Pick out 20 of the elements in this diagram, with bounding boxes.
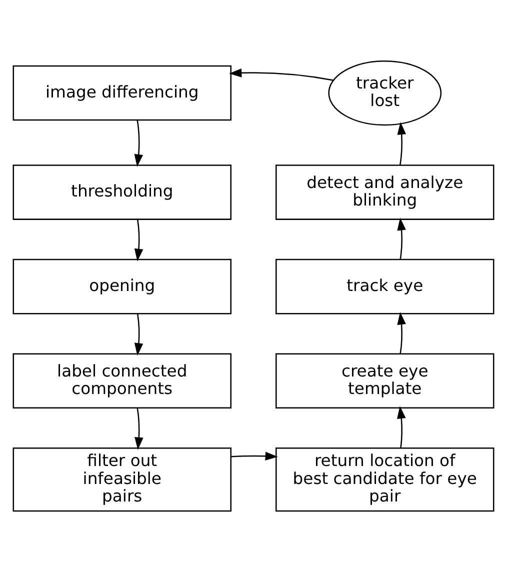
node-box: opening bbox=[12, 258, 232, 314]
arrow bbox=[229, 68, 334, 80]
node-box: detect and analyze blinking bbox=[276, 164, 494, 220]
node-box: create eye template bbox=[276, 352, 494, 408]
arrow bbox=[134, 407, 144, 450]
node-box: thresholding bbox=[12, 164, 232, 220]
arrow bbox=[230, 451, 278, 460]
arrow bbox=[134, 120, 144, 166]
arrow bbox=[397, 217, 406, 260]
arrow bbox=[397, 121, 406, 165]
node-ellipse: tracker lost bbox=[328, 60, 442, 126]
node-box: track eye bbox=[276, 258, 494, 314]
node-box: filter out infeasible pairs bbox=[12, 446, 232, 512]
arrow bbox=[397, 311, 406, 354]
arrow bbox=[397, 406, 406, 448]
node-box: label connected components bbox=[12, 352, 232, 408]
node-box: image differencing bbox=[12, 64, 232, 120]
node-box: return location of best candidate for eye pair bbox=[276, 446, 494, 512]
arrow bbox=[134, 219, 144, 261]
arrow bbox=[134, 313, 144, 356]
